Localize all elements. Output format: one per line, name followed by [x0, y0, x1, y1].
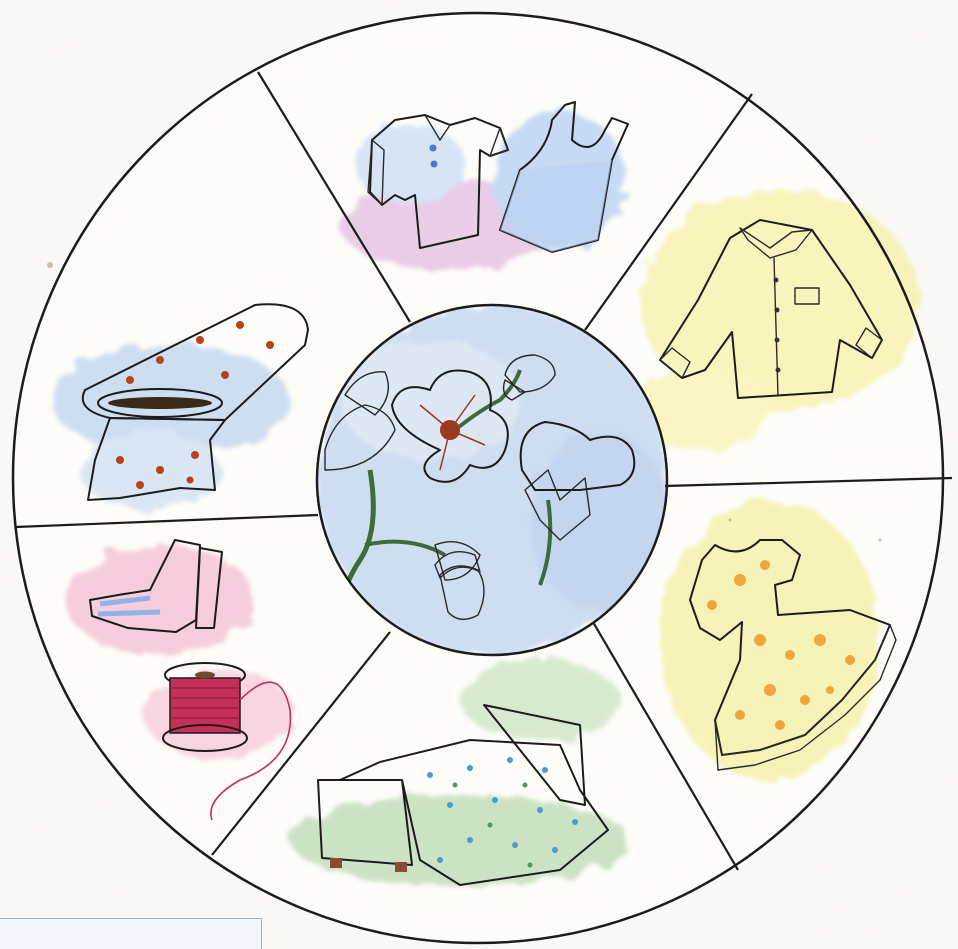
- cotton-plant-hub: [317, 305, 670, 655]
- page-corner-frame: [0, 918, 262, 949]
